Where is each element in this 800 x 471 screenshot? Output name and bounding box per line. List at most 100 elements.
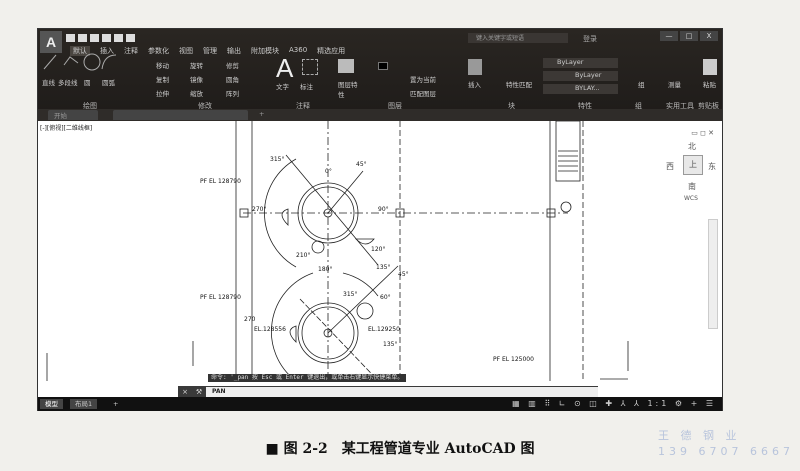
text-icon[interactable]: A [276, 53, 294, 83]
match-properties-button[interactable]: 特性匹配 [506, 81, 532, 89]
group-draw[interactable]: 绘图 [83, 102, 97, 110]
viewcube-top[interactable]: 上 [683, 155, 703, 175]
viewport-window-controls[interactable]: ▭ ◻ ✕ [691, 129, 714, 137]
navigation-bar[interactable] [708, 219, 718, 329]
group-modify[interactable]: 修改 [198, 102, 212, 110]
match-layer-button[interactable]: 匹配图层 [410, 90, 436, 98]
label-90: 90° [378, 206, 389, 213]
linetype-dropdown[interactable]: ByLayer [543, 71, 618, 81]
label-315: 315° [270, 156, 284, 163]
label-120: 120° [371, 246, 385, 253]
fillet-button[interactable]: 圆角 [226, 76, 239, 84]
tab-layout1[interactable]: 布局1 [70, 399, 98, 409]
saveas-icon[interactable] [102, 34, 111, 42]
tab-insert[interactable]: 插入 [100, 47, 114, 55]
text-button[interactable]: 文字 [276, 83, 289, 91]
circle-button[interactable]: 圆 [84, 79, 91, 87]
group-clipboard[interactable]: 剪贴板 [698, 102, 719, 110]
arc-button[interactable]: 圆弧 [102, 79, 115, 87]
dimension-icon[interactable] [302, 59, 318, 75]
label-0: 0° [325, 168, 332, 175]
tab-a360[interactable]: A360 [289, 46, 308, 54]
label-lower-45: 45° [398, 271, 409, 278]
insert-icon[interactable] [468, 59, 482, 75]
command-history: 命令: '_pan 按 Esc 或 Enter 键退出，或单击右键显示快捷菜单。 [208, 374, 407, 382]
layer-properties-icon[interactable] [338, 59, 354, 73]
viewcube-north[interactable]: 北 [688, 142, 696, 151]
measure-button[interactable]: 测量 [668, 81, 681, 89]
trim-button[interactable]: 修剪 [226, 62, 239, 70]
paste-icon[interactable] [703, 59, 717, 75]
group-button[interactable]: 组 [638, 81, 645, 89]
move-button[interactable]: 移动 [156, 62, 169, 70]
set-current-button[interactable]: 置为当前 [410, 76, 436, 84]
tab-parametric[interactable]: 参数化 [148, 47, 169, 55]
group-annotate[interactable]: 注释 [296, 102, 310, 110]
save-icon[interactable] [90, 34, 99, 42]
viewcube-west[interactable]: 西 [666, 162, 674, 171]
group-block[interactable]: 块 [508, 102, 515, 110]
wcs-menu[interactable]: WCS [684, 195, 698, 202]
group-utilities[interactable]: 实用工具 [666, 102, 694, 110]
new-icon[interactable] [66, 34, 75, 42]
tab-view[interactable]: 视图 [179, 47, 193, 55]
insert-button[interactable]: 插入 [468, 81, 481, 89]
undo-icon[interactable] [126, 34, 135, 42]
viewcube-east[interactable]: 东 [708, 162, 716, 171]
viewcube-south[interactable]: 南 [688, 182, 696, 191]
lineweight-dropdown[interactable]: BYLAY... [543, 84, 618, 94]
sign-in[interactable]: 登录 [583, 35, 597, 43]
tab-annotate[interactable]: 注释 [124, 47, 138, 55]
tab-output[interactable]: 输出 [227, 47, 241, 55]
new-tab-button[interactable]: + [259, 110, 265, 118]
label-el-right: EL.129250 [368, 326, 400, 333]
draw-tool-icons[interactable] [42, 51, 117, 73]
file-tab-drawing[interactable] [113, 110, 248, 120]
group-layers[interactable]: 图层 [388, 102, 402, 110]
command-line: 命令: '_pan 按 Esc 或 Enter 键退出，或单击右键显示快捷菜单。… [178, 374, 598, 398]
close-command-line-button[interactable]: × [182, 388, 188, 396]
line-button[interactable]: 直线 [42, 79, 55, 87]
command-input[interactable]: PAN [206, 387, 598, 397]
drawing-canvas[interactable]: PF EL 128790 PF EL 128790 PF EL 125000 E… [38, 121, 724, 381]
minimize-button[interactable]: — [660, 31, 678, 41]
close-button[interactable]: X [700, 31, 718, 41]
tab-featured[interactable]: 精选应用 [317, 47, 346, 55]
app-menu-button[interactable]: A [40, 31, 62, 53]
customize-icon[interactable]: ⚒ [195, 388, 203, 396]
add-layout-button[interactable]: + [113, 400, 119, 408]
viewcube[interactable]: ▭ ◻ ✕ 北 西 上 东 南 WCS [656, 129, 716, 213]
copy-button[interactable]: 复制 [156, 76, 169, 84]
search-input[interactable]: 键入关键字或短语 [468, 33, 568, 43]
mirror-button[interactable]: 镜像 [190, 76, 203, 84]
open-icon[interactable] [78, 34, 87, 42]
label-pf-el-1: PF EL 128790 [200, 178, 241, 185]
status-toggles[interactable]: ▦ ▥ ⠿ ∟ ⊙ ◫ ✚ ⅄ ⅄ 1:1 ⚙ + ☰ [512, 399, 716, 408]
ribbon: A 键入关键字或短语 登录 — □ X 默认 插入 注释 参数化 视图 管理 输… [38, 29, 722, 121]
color-dropdown[interactable]: ByLayer [543, 58, 618, 68]
tab-addins[interactable]: 附加模块 [251, 47, 279, 55]
group-properties[interactable]: 特性 [578, 102, 592, 110]
paste-button[interactable]: 粘贴 [703, 81, 716, 89]
polyline-button[interactable]: 多段线 [58, 79, 78, 87]
label-pf-el-2: PF EL 128790 [200, 294, 241, 301]
tab-manage[interactable]: 管理 [203, 47, 217, 55]
layer-color-swatch[interactable] [378, 62, 388, 70]
tab-default[interactable]: 默认 [70, 46, 90, 56]
group-groups[interactable]: 组 [635, 102, 642, 110]
scale-button[interactable]: 缩放 [190, 90, 203, 98]
dimension-button[interactable]: 标注 [300, 83, 313, 91]
figure-caption: ■ 图 2-2 某工程管道专业 AutoCAD 图 [265, 441, 535, 457]
rotate-button[interactable]: 旋转 [190, 62, 203, 70]
layer-properties-button[interactable]: 图层特性 [338, 81, 358, 99]
viewport-controls[interactable]: [-][俯视][二维线框] [40, 125, 93, 132]
label-135: 135° [376, 264, 390, 271]
print-icon[interactable] [114, 34, 123, 42]
label-lower-315: 315° [343, 291, 357, 298]
maximize-button[interactable]: □ [680, 31, 698, 41]
stretch-button[interactable]: 拉伸 [156, 90, 169, 98]
array-button[interactable]: 阵列 [226, 90, 239, 98]
file-tab-start[interactable]: 开始 [48, 110, 98, 120]
tab-model[interactable]: 模型 [40, 399, 63, 409]
